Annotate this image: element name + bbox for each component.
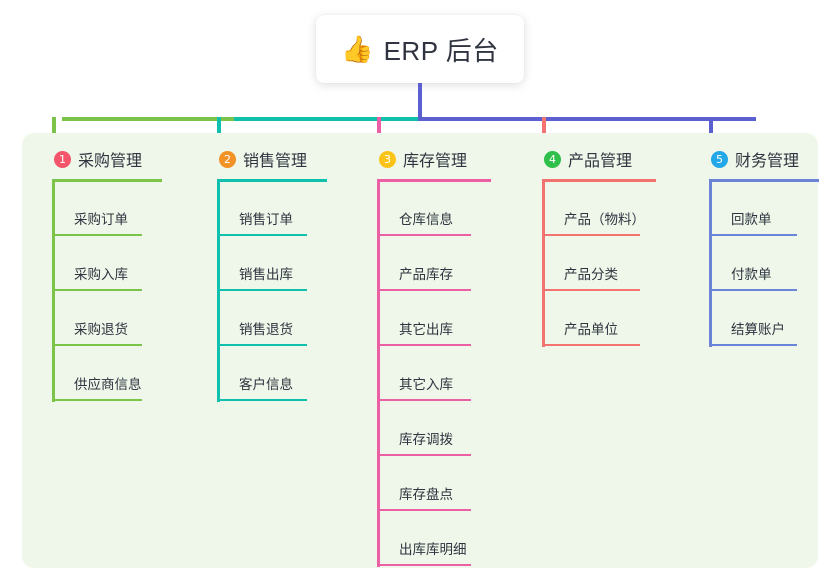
column-rule-purchase xyxy=(52,179,162,182)
list-item-rule xyxy=(377,564,471,566)
list-item-label: 产品分类 xyxy=(564,267,618,282)
column-rule-sales xyxy=(217,179,327,182)
list-item-rule xyxy=(542,289,640,291)
list-item-label: 产品库存 xyxy=(399,267,453,282)
list-item-label: 回款单 xyxy=(731,212,772,227)
column-spine-inventory xyxy=(377,179,380,567)
column-inventory: 3 库存管理仓库信息产品库存其它出库其它入库库存调拨库存盘点出库库明细 xyxy=(363,147,491,567)
column-sales: 2 销售管理销售订单销售出库销售退货客户信息 xyxy=(203,147,327,402)
list-item-label: 仓库信息 xyxy=(399,212,453,227)
column-badge-sales: 2 xyxy=(219,150,236,168)
list-item-rule xyxy=(377,454,471,456)
column-purchase: 1 采购管理采购订单采购入库采购退货供应商信息 xyxy=(38,147,162,402)
column-title-sales: 销售管理 xyxy=(243,153,308,170)
list-item-rule xyxy=(377,399,471,401)
column-title-product: 产品管理 xyxy=(568,153,633,170)
list-item-rule xyxy=(217,344,307,346)
list-item-rule xyxy=(52,344,142,346)
list-item-rule xyxy=(377,234,471,236)
list-item-label: 其它出库 xyxy=(399,322,453,337)
list-item-rule xyxy=(217,234,307,236)
list-item-label: 产品单位 xyxy=(564,322,618,337)
column-rule-product xyxy=(542,179,656,182)
list-item-label: 销售出库 xyxy=(239,267,293,282)
column-spine-finance xyxy=(709,179,712,347)
column-stem-product xyxy=(542,117,546,147)
column-spine-product xyxy=(542,179,545,347)
list-item-rule xyxy=(52,289,142,291)
list-item-label: 出库库明细 xyxy=(399,542,467,557)
column-stem-sales xyxy=(217,117,221,147)
trunk-segment-1 xyxy=(234,117,418,121)
list-item-label: 销售订单 xyxy=(239,212,293,227)
list-item-rule xyxy=(542,234,640,236)
list-item-label: 供应商信息 xyxy=(74,377,142,392)
list-item-rule xyxy=(709,289,797,291)
list-item-rule xyxy=(217,399,307,401)
list-item-rule xyxy=(52,399,142,401)
root-drop-connector xyxy=(418,83,422,118)
column-product: 4 产品管理产品（物料） 产品分类产品单位 xyxy=(528,147,656,347)
column-badge-product: 4 xyxy=(544,150,561,168)
column-header-purchase[interactable]: 1 采购管理 xyxy=(38,147,142,171)
column-title-finance: 财务管理 xyxy=(735,153,800,170)
column-badge-purchase: 1 xyxy=(54,150,71,168)
list-item-label: 产品（物料） xyxy=(564,212,645,227)
trunk-segment-0 xyxy=(62,117,234,121)
list-item-rule xyxy=(709,234,797,236)
trunk-segment-2 xyxy=(418,117,756,121)
list-item-rule xyxy=(217,289,307,291)
list-item-rule xyxy=(52,234,142,236)
column-rule-inventory xyxy=(377,179,491,182)
list-item-rule xyxy=(377,509,471,511)
column-badge-inventory: 3 xyxy=(379,150,396,168)
list-item-label: 采购订单 xyxy=(74,212,128,227)
column-title-purchase: 采购管理 xyxy=(78,153,143,170)
column-header-sales[interactable]: 2 销售管理 xyxy=(203,147,307,171)
list-item-rule xyxy=(377,289,471,291)
column-badge-finance: 5 xyxy=(711,150,728,168)
list-item-label: 采购退货 xyxy=(74,322,128,337)
thumbs-up-icon: 👍 xyxy=(341,34,374,64)
list-item-rule xyxy=(709,344,797,346)
column-header-inventory[interactable]: 3 库存管理 xyxy=(363,147,467,171)
column-finance: 5 财务管理回款单付款单结算账户 xyxy=(695,147,819,347)
column-stem-purchase xyxy=(52,117,56,147)
column-header-product[interactable]: 4 产品管理 xyxy=(528,147,632,171)
column-header-finance[interactable]: 5 财务管理 xyxy=(695,147,799,171)
column-title-inventory: 库存管理 xyxy=(403,153,468,170)
list-item-label: 客户信息 xyxy=(239,377,293,392)
column-stem-inventory xyxy=(377,117,381,147)
list-item-label: 付款单 xyxy=(731,267,772,282)
column-rule-finance xyxy=(709,179,819,182)
list-item-label: 销售退货 xyxy=(239,322,293,337)
diagram-panel xyxy=(22,133,818,568)
list-item-rule xyxy=(542,344,640,346)
list-item-label: 结算账户 xyxy=(731,322,785,337)
root-node-card[interactable]: 👍 ERP 后台 xyxy=(316,15,524,83)
list-item-label: 库存盘点 xyxy=(399,487,453,502)
list-item-label: 其它入库 xyxy=(399,377,453,392)
root-node-title: ERP 后台 xyxy=(383,35,499,66)
list-item-label: 采购入库 xyxy=(74,267,128,282)
list-item-rule xyxy=(377,344,471,346)
column-stem-finance xyxy=(709,117,713,147)
list-item-label: 库存调拨 xyxy=(399,432,453,447)
